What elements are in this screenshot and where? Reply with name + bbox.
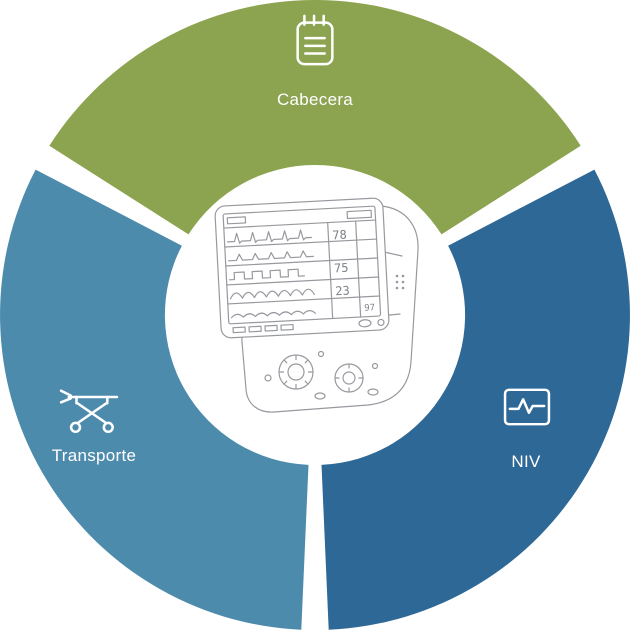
reading-value: 23: [335, 284, 350, 299]
segment-cabecera: [49, 0, 581, 235]
monitor-screen: 78 75 23 97: [214, 197, 390, 339]
segment-transporte: [0, 169, 309, 630]
reading-value: 75: [334, 261, 349, 276]
monitor-waveform-icon: [502, 386, 552, 433]
waveform-trace-3: [228, 268, 306, 281]
waveform-trace-4: [229, 288, 315, 300]
stretcher-icon: [58, 384, 120, 441]
control-panel: [264, 350, 379, 400]
segment-niv: [321, 169, 630, 630]
notepad-icon: [288, 10, 342, 77]
reading-value: 78: [332, 228, 347, 243]
waveform-trace-2: [227, 250, 315, 262]
ventilator-illustration: 78 75 23 97: [198, 196, 428, 436]
reading-value: 97: [364, 303, 375, 314]
waveform-trace-1: [226, 229, 313, 244]
waveform-trace-5: [230, 310, 316, 319]
speaker-grill: [395, 274, 405, 290]
